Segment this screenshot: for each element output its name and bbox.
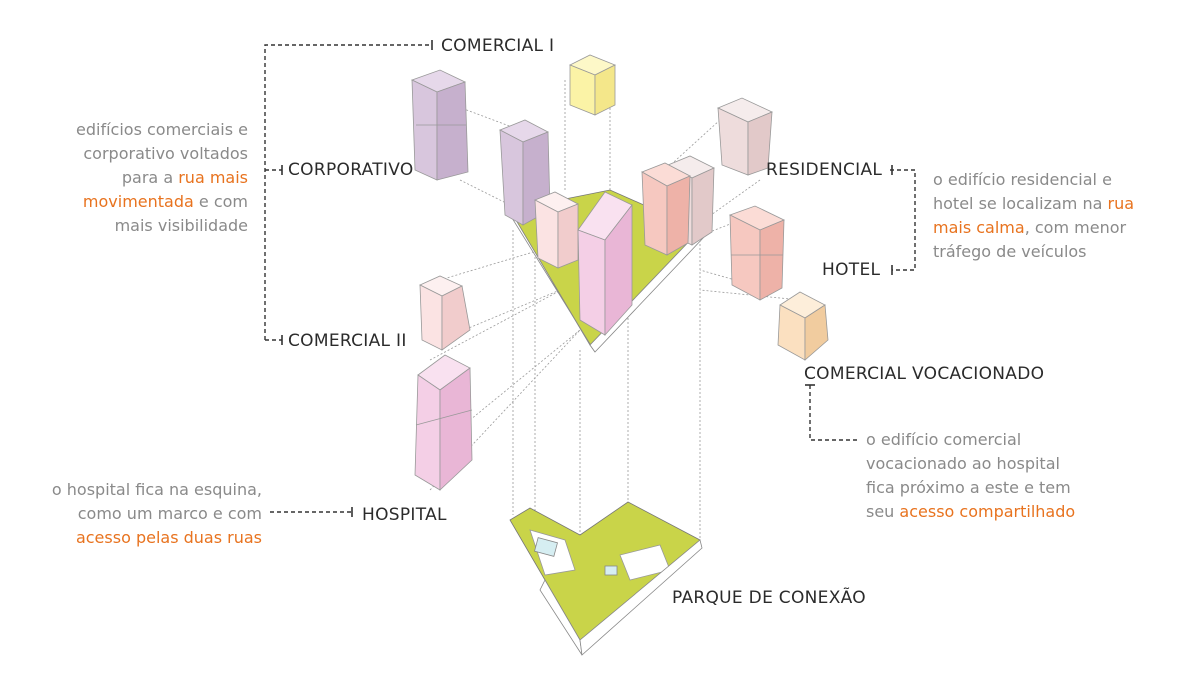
building-hotel-elevated xyxy=(728,205,785,301)
note-highlight: rua xyxy=(1107,194,1135,213)
note-highlight: acesso pelas duas ruas xyxy=(75,528,262,547)
note-text: seu xyxy=(866,502,900,521)
building-comercial-vocacionado xyxy=(777,291,829,361)
note-line: seu acesso compartilhado xyxy=(866,500,1126,524)
building-corporativo-elevated xyxy=(410,69,469,181)
park-plan xyxy=(509,501,703,656)
note-text: , com menor xyxy=(1024,218,1127,237)
building-comercial-ii-elevated xyxy=(419,275,471,351)
note-line: tráfego de veículos xyxy=(933,242,1087,261)
building-residencial-elevated xyxy=(717,97,773,176)
note-line: mais calma, com menor xyxy=(933,216,1193,240)
note-line: vocacionado ao hospital xyxy=(866,454,1060,473)
note-line: o edifício comercial xyxy=(866,430,1022,449)
note-text: para a xyxy=(121,168,179,187)
note-highlight: rua mais xyxy=(178,168,248,187)
note-comercial-corporativo: edifícios comerciais e corporativo volta… xyxy=(40,118,248,238)
note-line: o hospital fica na esquina, xyxy=(51,480,262,499)
note-line: hotel se localizam na rua xyxy=(933,192,1193,216)
label-corporativo: CORPORATIVO xyxy=(288,160,414,180)
note-line: o edifício residencial e xyxy=(933,170,1112,189)
building-comercial-ii-site xyxy=(534,191,579,269)
note-line: para a rua mais xyxy=(40,166,248,190)
note-highlight: movimentada xyxy=(82,192,194,211)
note-hospital: o hospital fica na esquina, como um marc… xyxy=(20,478,262,550)
building-hotel-site xyxy=(641,162,691,256)
note-text: hotel se localizam na xyxy=(933,194,1108,213)
building-comercial-i xyxy=(569,54,616,116)
note-line: mais visibilidade xyxy=(114,216,248,235)
note-line: movimentada e com xyxy=(40,190,248,214)
building-hospital-site xyxy=(577,191,633,337)
note-line: acesso pelas duas ruas xyxy=(20,526,262,550)
label-parque: PARQUE DE CONEXÃO xyxy=(672,588,866,608)
note-line: como um marco e com xyxy=(77,504,262,523)
note-comercial-vocacionado: o edifício comercial vocacionado ao hosp… xyxy=(866,428,1126,524)
note-line: corporativo voltados xyxy=(83,144,248,163)
label-hospital: HOSPITAL xyxy=(362,505,447,525)
building-hospital-elevated xyxy=(414,354,473,491)
leader-lines xyxy=(264,44,916,513)
label-comercial-i: COMERCIAL I xyxy=(441,36,555,56)
note-line: fica próximo a este e tem xyxy=(866,478,1071,497)
leader-ticks xyxy=(281,40,893,517)
note-highlight: acesso compartilhado xyxy=(899,502,1076,521)
label-hotel: HOTEL xyxy=(822,260,881,280)
note-highlight: mais calma xyxy=(933,218,1025,237)
note-text: e com xyxy=(193,192,248,211)
label-residencial: RESIDENCIAL xyxy=(766,160,883,180)
label-comercial-vocacionado: COMERCIAL VOCACIONADO xyxy=(804,364,1045,384)
note-line: edifícios comerciais e xyxy=(76,120,248,139)
label-comercial-ii: COMERCIAL II xyxy=(288,331,407,351)
note-residencial-hotel: o edifício residencial e hotel se locali… xyxy=(933,168,1193,264)
